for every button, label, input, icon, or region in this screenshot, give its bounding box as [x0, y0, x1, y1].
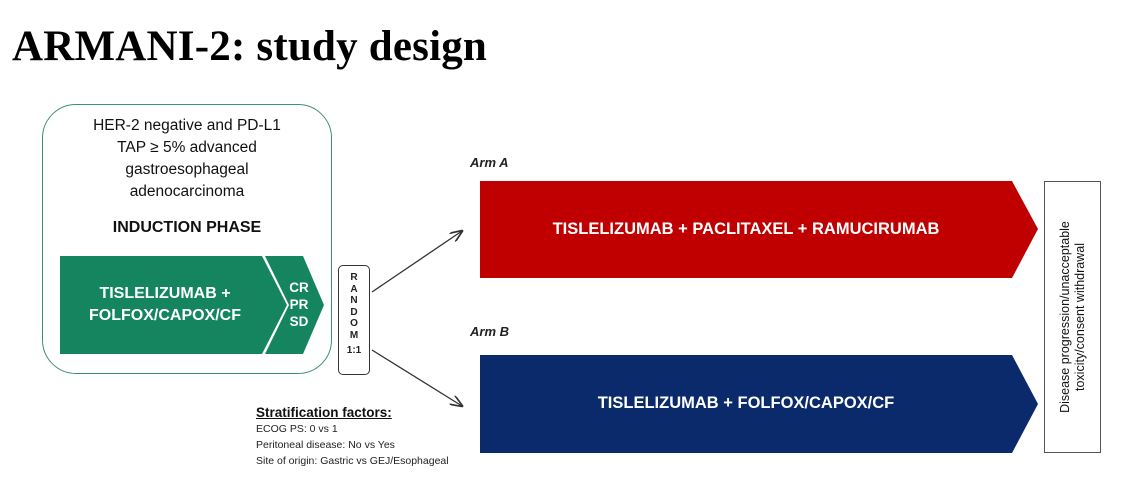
induction-regimen: TISLELIZUMAB + FOLFOX/CAPOX/CF: [60, 283, 270, 327]
induction-phase-label: INDUCTION PHASE: [112, 219, 262, 236]
population-line: adenocarcinoma: [129, 183, 245, 200]
endpoint-line: toxicity/consent withdrawal: [1072, 243, 1087, 391]
arm-b-label: Arm B: [470, 324, 510, 339]
randomization-letter: A: [350, 283, 358, 295]
arm-a-label: Arm A: [470, 155, 509, 170]
stratification-item: Site of origin: Gastric vs GEJ/Esophagea…: [256, 455, 449, 467]
randomization-letter: N: [350, 295, 358, 307]
endpoint-box: [1044, 181, 1101, 453]
randomization-ratio: 1:1: [346, 344, 362, 356]
arm-b-arrow-shape: [480, 355, 1038, 453]
response-item: SD: [289, 314, 309, 329]
response-item: PR: [289, 297, 309, 312]
randomization-letter: R: [350, 272, 358, 283]
endpoint-line: Disease progression/unacceptable: [1057, 221, 1072, 413]
induction-panel: [42, 104, 332, 374]
population-line: TAP ≥ 5% advanced: [117, 139, 257, 156]
endpoint-text: Disease progression/unacceptable toxicit…: [1044, 181, 1101, 453]
response-item: CR: [289, 280, 309, 295]
stratification-item: ECOG PS: 0 vs 1: [256, 423, 338, 435]
arrow-to-arm-a: [371, 231, 462, 293]
stratification-heading: Stratification factors:: [256, 405, 392, 420]
page-title: ARMANI-2: study design: [12, 23, 488, 70]
randomization-letter: M: [349, 329, 359, 341]
arrow-to-arm-b: [371, 349, 462, 406]
randomization-box: [338, 265, 370, 375]
response-shape: [265, 256, 324, 354]
randomization-letter: O: [350, 318, 358, 330]
arm-a-regimen: TISLELIZUMAB + PACLITAXEL + RAMUCIRUMAB: [552, 220, 940, 238]
induction-regimen-shape: [60, 256, 287, 354]
randomization-text: R A N D O M 1:1: [338, 272, 370, 356]
randomization-letter: D: [350, 306, 358, 318]
induction-regimen-line: TISLELIZUMAB +: [99, 285, 231, 302]
arm-b-regimen: TISLELIZUMAB + FOLFOX/CAPOX/CF: [597, 394, 895, 412]
population-line: gastroesophageal: [125, 161, 249, 178]
arm-a-arrow-shape: [480, 181, 1038, 278]
response-criteria: CR PR SD: [280, 279, 318, 330]
population-line: HER-2 negative and PD-L1: [93, 117, 281, 134]
induction-regimen-line: FOLFOX/CAPOX/CF: [89, 307, 241, 324]
stratification-item: Peritoneal disease: No vs Yes: [256, 439, 395, 451]
